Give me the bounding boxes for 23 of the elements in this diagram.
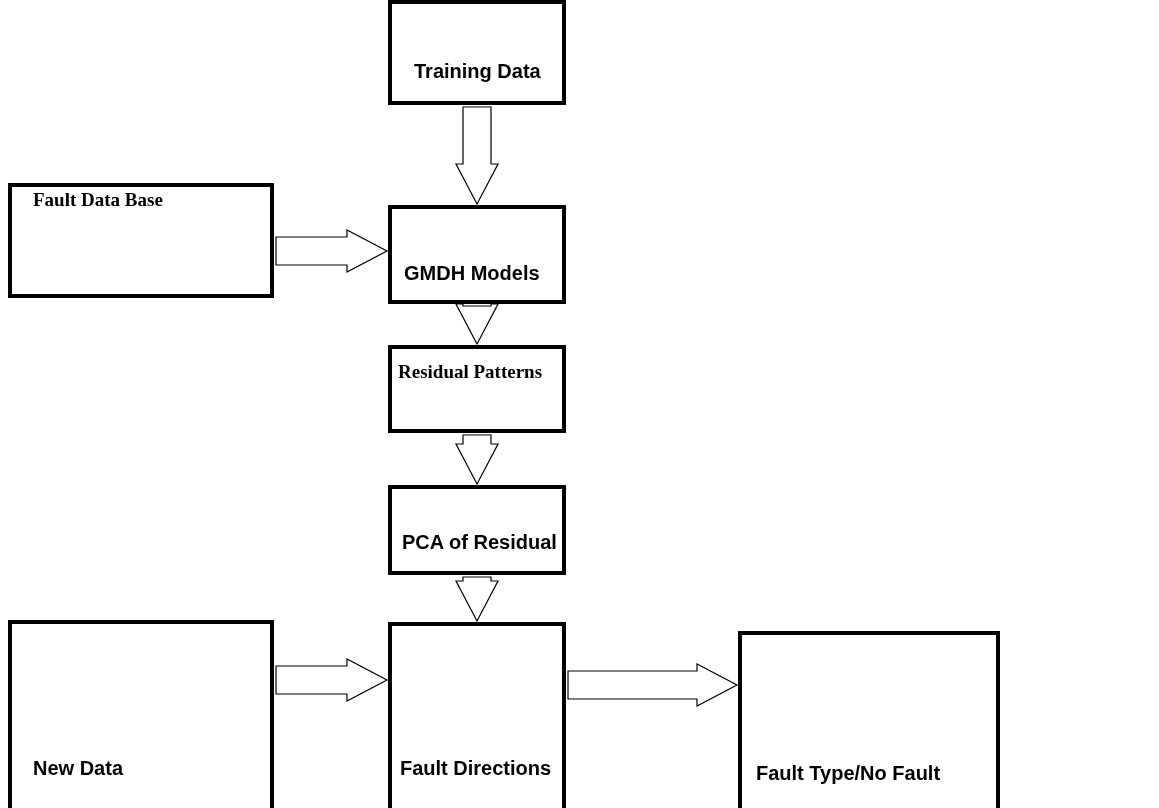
process-box [738,631,1000,808]
box-label: New Data [33,757,124,780]
box-label: GMDH Models [404,262,540,285]
block-arrow [567,663,739,707]
block-arrow [455,434,499,486]
process-box [388,622,566,808]
process-box [388,485,566,575]
box-label: Training Data [414,60,541,83]
process-box [388,205,566,304]
box-label: Fault Directions [400,757,552,780]
process-box [8,183,274,298]
process-box [388,345,566,433]
process-box [388,0,566,105]
block-arrow [455,106,499,206]
process-box [8,620,274,808]
block-arrow [275,229,389,273]
block-arrow [275,658,389,702]
box-label: PCA of Residual [402,531,557,554]
box-label: Residual Patterns [398,361,543,383]
box-label: Fault Type/No Fault [756,762,941,785]
block-arrow [455,576,499,623]
box-label: Fault Data Base [33,189,163,211]
block-arrow [455,303,499,346]
